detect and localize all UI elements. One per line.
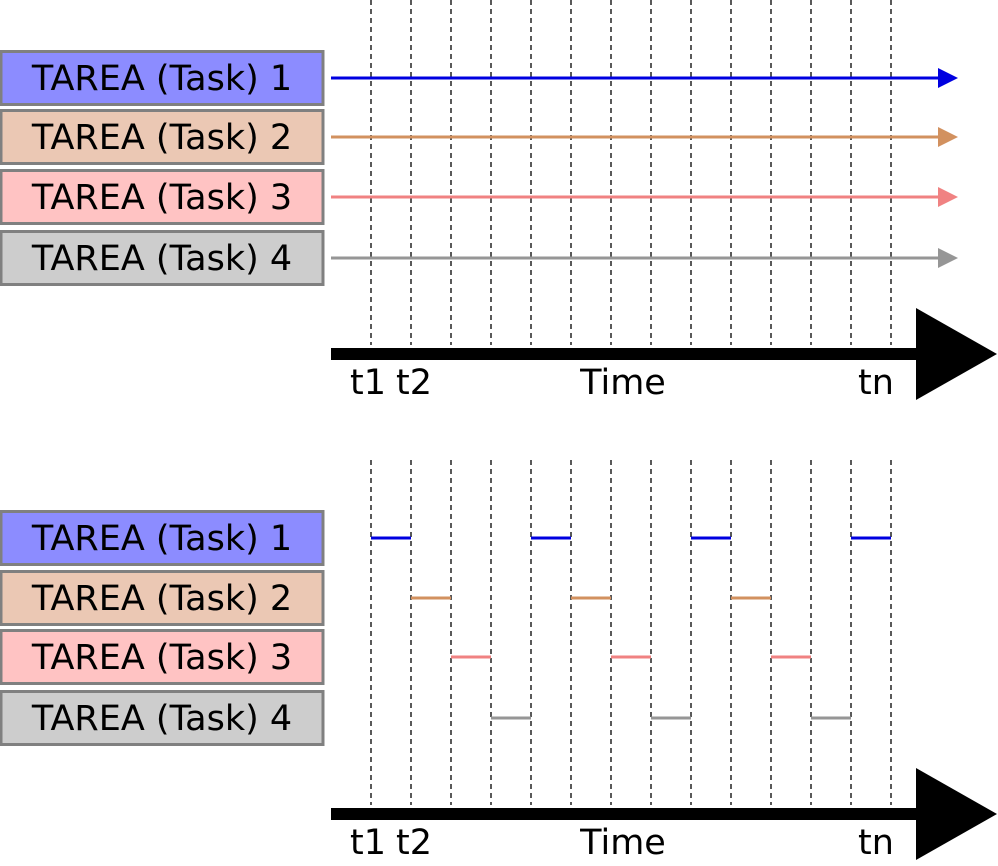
task-row-2: TAREA (Task) 2 — [0, 570, 325, 626]
time-axis-label-t1: t1 — [350, 823, 386, 861]
task-row-2: TAREA (Task) 2 — [0, 109, 958, 165]
task-label: TAREA (Task) 2 — [31, 579, 292, 619]
time-axis-arrowhead — [916, 308, 997, 400]
task-label-box — [0, 570, 325, 626]
time-axis-arrowhead — [916, 768, 997, 860]
time-gridlines — [370, 0, 892, 345]
task-timeline-arrowhead — [938, 68, 958, 88]
time-axis-label-t2: t2 — [396, 823, 432, 861]
task-rows: TAREA (Task) 1 TAREA (Task) 2 TAREA (Tas… — [0, 510, 325, 746]
task-label: TAREA (Task) 1 — [31, 519, 292, 559]
task-label: TAREA (Task) 4 — [31, 239, 292, 279]
task-row-4: TAREA (Task) 4 — [0, 230, 958, 286]
task-rows: TAREA (Task) 1 TAREA (Task) 2 TAREA (Tas… — [0, 50, 958, 286]
time-axis-title: Time — [579, 823, 666, 861]
time-axis-label-t1: t1 — [350, 363, 386, 403]
time-axis-label-tn: tn — [858, 823, 894, 861]
task-row-3: TAREA (Task) 3 — [0, 169, 958, 225]
task-label: TAREA (Task) 3 — [31, 638, 292, 678]
task-label-box — [0, 109, 325, 165]
task-label-box — [0, 50, 325, 106]
task-timeline-arrowhead — [938, 127, 958, 147]
task-row-1: TAREA (Task) 1 — [0, 510, 325, 566]
time-gridlines — [370, 460, 892, 805]
task-label-box — [0, 510, 325, 566]
time-axis: t1 t2 Time tn — [331, 308, 997, 403]
task-row-3: TAREA (Task) 3 — [0, 629, 325, 685]
time-axis: t1 t2 Time tn — [331, 768, 997, 863]
time-axis-label-tn: tn — [858, 363, 894, 403]
task-label: TAREA (Task) 4 — [31, 699, 292, 739]
task-label: TAREA (Task) 1 — [31, 59, 292, 99]
task-label-box — [0, 629, 325, 685]
task-timeline-arrowhead — [938, 248, 958, 268]
task-label: TAREA (Task) 3 — [31, 178, 292, 218]
time-axis-title: Time — [579, 363, 666, 403]
time-axis-label-t2: t2 — [396, 363, 432, 403]
task-row-1: TAREA (Task) 1 — [0, 50, 958, 106]
task-label: TAREA (Task) 2 — [31, 118, 292, 158]
task-label-box — [0, 690, 325, 746]
task-label-box — [0, 169, 325, 225]
task-row-4: TAREA (Task) 4 — [0, 690, 325, 746]
task-timeline-arrowhead — [938, 187, 958, 207]
time-axis-bar — [331, 808, 921, 820]
time-axis-bar — [331, 348, 921, 360]
task-label-box — [0, 230, 325, 286]
time-slice-segments — [371, 536, 891, 720]
panel-parallel: TAREA (Task) 1 TAREA (Task) 2 TAREA (Tas… — [0, 0, 997, 403]
panel-interleaved: TAREA (Task) 1 TAREA (Task) 2 TAREA (Tas… — [0, 460, 997, 863]
